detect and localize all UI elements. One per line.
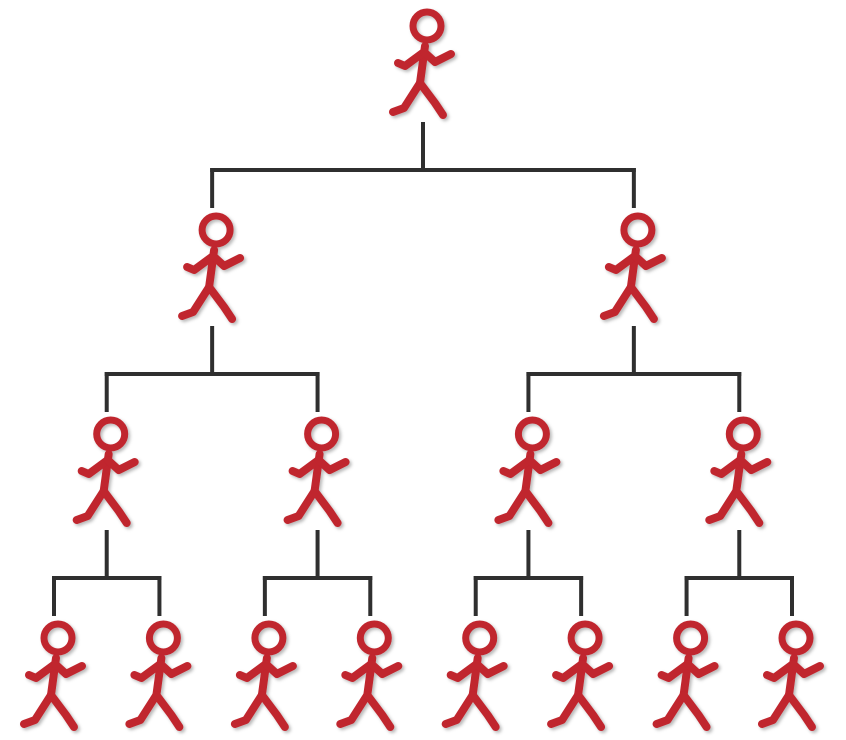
figure-head bbox=[514, 416, 550, 452]
figure-front-arm bbox=[156, 660, 192, 678]
figure-head bbox=[673, 620, 709, 656]
person-figure-icon bbox=[178, 212, 245, 323]
figure-back-leg bbox=[230, 691, 266, 728]
figure-back-leg bbox=[178, 283, 214, 320]
figure-back-leg bbox=[705, 487, 741, 524]
figure-back-leg bbox=[547, 691, 583, 728]
figure-front-leg bbox=[363, 691, 395, 731]
figure-back-arm bbox=[763, 660, 797, 682]
figure-back-leg bbox=[599, 283, 635, 320]
figure-head bbox=[725, 416, 761, 452]
figure-front-arm bbox=[472, 660, 508, 678]
person-figure-icon bbox=[494, 416, 561, 527]
figure-front-leg bbox=[310, 487, 342, 527]
figure-head bbox=[567, 620, 603, 656]
figure-front-leg bbox=[257, 691, 289, 731]
figure-front-leg bbox=[732, 487, 764, 527]
figure-back-leg bbox=[758, 691, 793, 728]
figure-front-arm bbox=[209, 252, 245, 270]
figure-back-leg bbox=[336, 691, 372, 728]
figure-head bbox=[462, 620, 498, 656]
figure-front-arm bbox=[51, 660, 86, 678]
figure-front-leg bbox=[152, 691, 184, 731]
person-figure-icon bbox=[20, 620, 86, 731]
figure-front-arm bbox=[578, 660, 614, 678]
figure-back-leg bbox=[389, 79, 424, 116]
figure-back-arm bbox=[394, 48, 428, 70]
figure-back-arm bbox=[130, 660, 165, 682]
figure-back-leg bbox=[72, 487, 108, 524]
figure-back-arm bbox=[446, 660, 481, 682]
figure-front-arm bbox=[420, 48, 455, 66]
person-figure-icon bbox=[72, 416, 139, 527]
figure-back-leg bbox=[20, 691, 55, 728]
figure-head bbox=[409, 8, 445, 44]
figure-front-arm bbox=[525, 456, 561, 474]
person-figure-icon bbox=[283, 416, 350, 527]
figure-back-leg bbox=[283, 487, 319, 524]
person-figure-icon bbox=[125, 620, 192, 731]
figure-front-arm bbox=[630, 252, 666, 270]
figure-front-leg bbox=[785, 691, 816, 731]
figure-head bbox=[198, 212, 234, 248]
figure-back-leg bbox=[441, 691, 477, 728]
figure-front-arm bbox=[261, 660, 297, 678]
figure-back-arm bbox=[499, 456, 534, 478]
person-figure-icon bbox=[230, 620, 297, 731]
figure-front-leg bbox=[47, 691, 78, 731]
figure-back-leg bbox=[125, 691, 161, 728]
connector-lines bbox=[52, 122, 794, 616]
figure-front-arm bbox=[789, 660, 824, 678]
figure-front-leg bbox=[521, 487, 553, 527]
figure-head bbox=[40, 620, 76, 656]
figure-back-arm bbox=[604, 252, 639, 274]
figure-front-leg bbox=[679, 691, 711, 731]
figure-head bbox=[356, 620, 392, 656]
figure-front-leg bbox=[416, 79, 447, 119]
figure-back-arm bbox=[235, 660, 270, 682]
figure-front-arm bbox=[367, 660, 403, 678]
figure-back-leg bbox=[652, 691, 688, 728]
figure-back-arm bbox=[77, 456, 112, 478]
person-figure-icon bbox=[441, 620, 508, 731]
figure-back-arm bbox=[25, 660, 59, 682]
figure-head bbox=[145, 620, 181, 656]
figure-front-arm bbox=[103, 456, 139, 474]
figure-back-arm bbox=[657, 660, 692, 682]
figure-back-arm bbox=[288, 456, 323, 478]
figure-head bbox=[251, 620, 287, 656]
figure-back-arm bbox=[341, 660, 376, 682]
figure-back-arm bbox=[710, 456, 745, 478]
figure-back-leg bbox=[494, 487, 530, 524]
person-figure-icon bbox=[599, 212, 666, 323]
figure-back-arm bbox=[552, 660, 587, 682]
figure-front-leg bbox=[99, 487, 131, 527]
person-figure-icon bbox=[336, 620, 403, 731]
person-figure-icon bbox=[758, 620, 824, 731]
person-figure-icon bbox=[652, 620, 719, 731]
figure-head bbox=[93, 416, 129, 452]
figure-front-arm bbox=[314, 456, 350, 474]
figure-front-leg bbox=[574, 691, 606, 731]
person-figure-icon bbox=[705, 416, 772, 527]
figure-head bbox=[778, 620, 814, 656]
figure-front-leg bbox=[626, 283, 658, 323]
figure-front-arm bbox=[683, 660, 719, 678]
figure-head bbox=[304, 416, 340, 452]
figure-back-arm bbox=[183, 252, 218, 274]
person-figure-icon bbox=[547, 620, 614, 731]
figure-front-leg bbox=[205, 283, 237, 323]
figure-front-leg bbox=[468, 691, 500, 731]
person-figure-icon bbox=[389, 8, 455, 119]
figure-front-arm bbox=[736, 456, 772, 474]
figure-head bbox=[620, 212, 656, 248]
person-figures bbox=[20, 8, 824, 731]
